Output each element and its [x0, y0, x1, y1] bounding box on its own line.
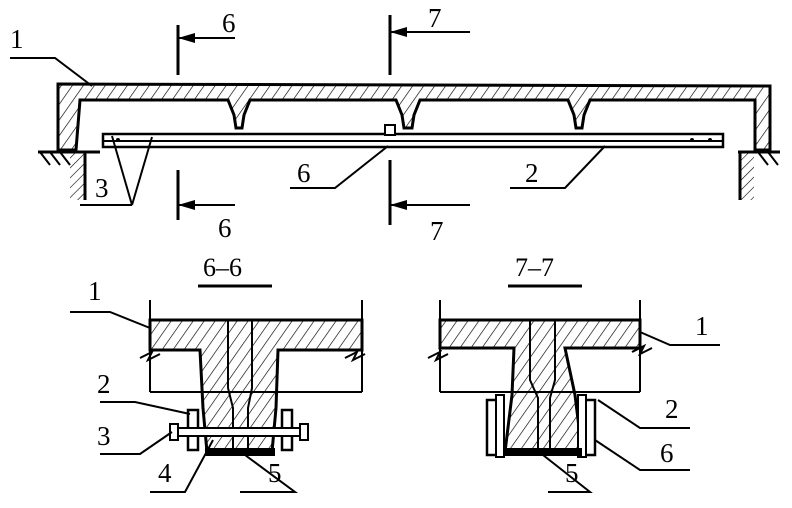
- section-6-bolt: [174, 427, 304, 437]
- section-7-7: 7–7 1 2 6 5: [427, 253, 720, 493]
- steel-plate: [101, 124, 725, 149]
- cut-label-6-bottom: 6: [218, 213, 232, 243]
- ribbed-slab: [56, 82, 772, 152]
- callout-3-elevation: 3: [95, 173, 109, 203]
- cut-marker-6-top: 6: [176, 8, 236, 75]
- cut-label-7-bottom: 7: [430, 216, 444, 246]
- left-support: [38, 150, 100, 200]
- section-7-title: 7–7: [515, 253, 554, 282]
- section-6-bottom-strip: [205, 448, 275, 456]
- callout-2-elevation: 2: [525, 158, 539, 188]
- cut-marker-7-bottom: 7: [388, 160, 470, 246]
- elevation-view: 6 7 6 7 1 3 6: [10, 3, 780, 246]
- callout-2-section7: 2: [665, 394, 679, 424]
- cut-label-7-top: 7: [428, 3, 442, 33]
- callout-1-elevation: 1: [10, 24, 24, 54]
- callout-6-section7: 6: [660, 438, 674, 468]
- callout-4-section6: 4: [158, 458, 172, 488]
- cut-marker-6-bottom: 6: [176, 170, 235, 243]
- section-6-title: 6–6: [203, 253, 242, 282]
- cut-label-6-top: 6: [222, 8, 236, 38]
- callout-2-section6: 2: [97, 369, 111, 399]
- callout-3-section6: 3: [97, 421, 111, 451]
- elevation-callouts: 1 3 6 2: [10, 24, 606, 206]
- cut-marker-7-top: 7: [388, 3, 470, 75]
- section-7-bottom-strip: [505, 448, 582, 456]
- callout-1-section7: 1: [695, 311, 709, 341]
- section-7-concrete: [438, 318, 642, 454]
- section-6-6: 6–6 1 2 3 4 5: [70, 253, 366, 493]
- right-support: [738, 150, 780, 200]
- callout-6-elevation: 6: [297, 158, 311, 188]
- callout-1-section6: 1: [88, 276, 102, 306]
